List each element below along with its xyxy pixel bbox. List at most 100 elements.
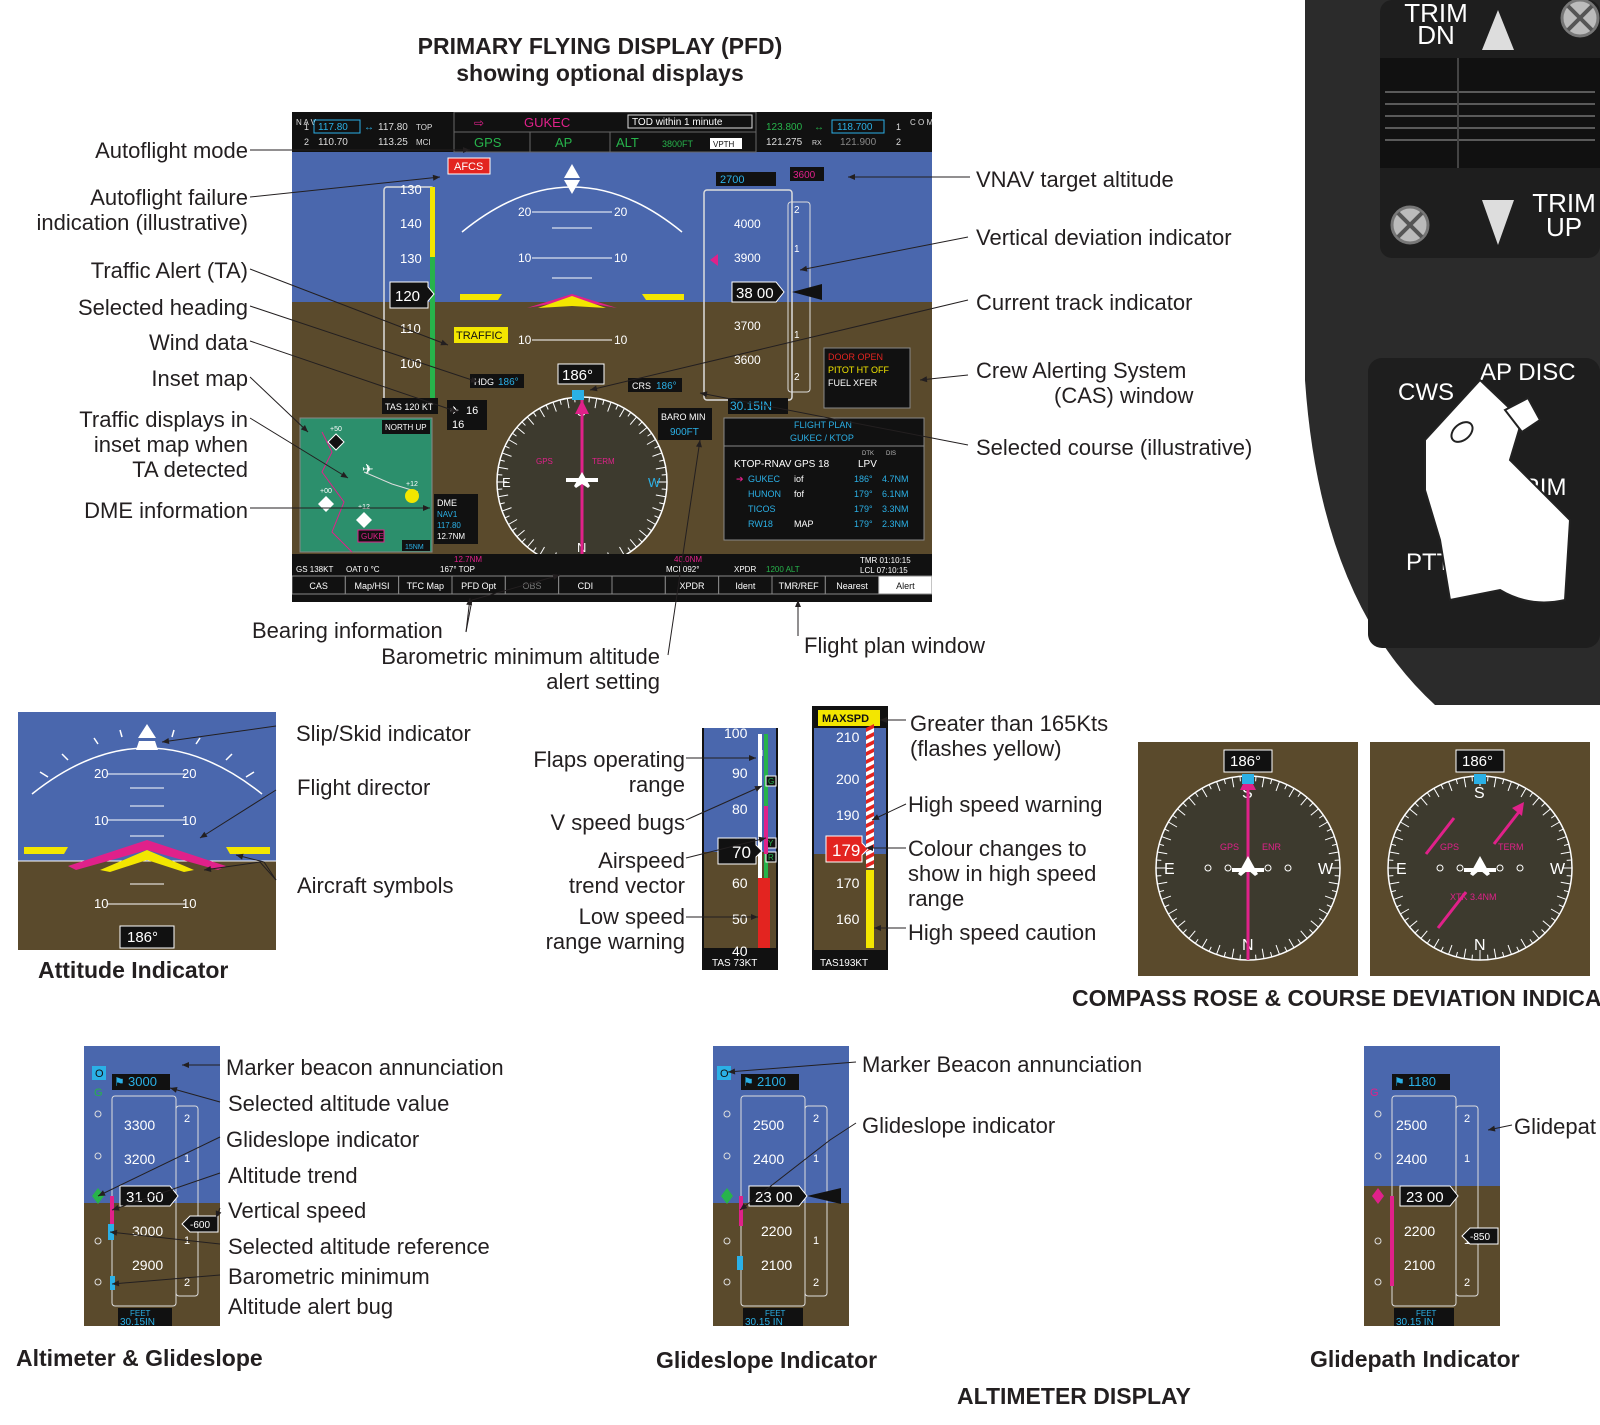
svg-text:90: 90: [732, 765, 748, 781]
yoke-grip-icon[interactable]: [1424, 378, 1572, 604]
glidepath-indicator-icon: [1372, 1188, 1384, 1204]
ap-disc-switch[interactable]: [1503, 396, 1542, 434]
alt-c-current: 23 00: [1406, 1189, 1444, 1206]
svg-text:ENR: ENR: [1262, 842, 1282, 852]
svg-text:↔: ↔: [814, 122, 824, 133]
marker-beacon-icon: [717, 1066, 731, 1080]
attitude-heading: 186°: [127, 929, 158, 946]
svg-text:⚑: ⚑: [1394, 1075, 1405, 1089]
svg-text:3000: 3000: [132, 1223, 163, 1239]
altitude-trend-bar: [110, 1196, 114, 1226]
nav-label: N A V: [296, 118, 317, 127]
alt-c-vertical-speed: -850: [1470, 1232, 1490, 1243]
svg-text:KTOP-RNAV GPS 18: KTOP-RNAV GPS 18: [734, 459, 830, 470]
svg-text:iof: iof: [794, 474, 804, 484]
slip-skid-indicator-icon: [136, 741, 158, 750]
afcs-text: AFCS: [454, 161, 483, 173]
label-airspeed-trend: Airspeed: [598, 848, 685, 873]
alt-c-baro: 30.15 IN: [1396, 1317, 1434, 1326]
glideslope-indicator-icon: [721, 1188, 733, 1204]
svg-text:TERM: TERM: [592, 457, 615, 466]
nav1-active[interactable]: 117.80: [318, 122, 348, 133]
label-flaps-range: Flaps operating: [533, 747, 685, 772]
com2-active[interactable]: 121.275: [766, 137, 803, 148]
com2-standby[interactable]: 121.900: [840, 137, 877, 148]
svg-text:DTK: DTK: [862, 451, 874, 457]
nav1-standby[interactable]: 117.80: [378, 122, 408, 133]
afcs-failure-annunciation: [447, 157, 491, 175]
label-marker-beacon: Marker beacon annunciation: [226, 1055, 504, 1080]
softkey-label: TFC Map: [407, 581, 445, 591]
svg-text:3200: 3200: [124, 1151, 155, 1167]
svg-text:160: 160: [836, 911, 860, 927]
svg-text:1: 1: [813, 1235, 819, 1247]
svg-text:DME: DME: [437, 498, 457, 508]
softkey-alert[interactable]: [878, 575, 932, 595]
svg-text:2: 2: [813, 1113, 819, 1125]
label-traffic-alert: Traffic Alert (TA): [90, 258, 248, 283]
active-waypoint: GUKEC: [524, 115, 570, 130]
svg-text:GPS: GPS: [1220, 842, 1239, 852]
svg-text:1: 1: [896, 122, 901, 132]
label-baro-min-2: alert setting: [546, 669, 660, 694]
nav-radios: N A V 1 117.80 ↔ 117.80 TOP 2 110.70 113…: [296, 118, 432, 148]
label-aircraft-symbols: Aircraft symbols: [297, 873, 454, 898]
svg-text:2: 2: [794, 372, 800, 383]
pfd-title-line1: PRIMARY FLYING DISPLAY (PFD): [417, 33, 783, 59]
svg-text:80: 80: [732, 801, 748, 817]
trim-rocker[interactable]: [1380, 58, 1600, 168]
softkey-label: Ident: [735, 581, 756, 591]
v-speed-bug-y: Y: [768, 839, 774, 848]
label-airspeed-trend-2: trend vector: [568, 873, 685, 898]
label-autoflight-mode: Autoflight mode: [95, 138, 248, 163]
airspeed-tape-highspeed: MAXSPD 210 200 190 170 160 179 TAS193KT: [812, 706, 888, 970]
v-speed-bug-r: R: [768, 853, 774, 862]
svg-text:DOOR OPEN: DOOR OPEN: [828, 352, 883, 362]
com1-standby[interactable]: 118.700: [837, 122, 873, 133]
svg-text:2: 2: [896, 137, 901, 147]
marker-beacon-icon: [92, 1066, 106, 1080]
label-traffic-displays: Traffic displays in: [79, 407, 248, 432]
com1-active[interactable]: 123.800: [766, 122, 803, 133]
svg-text:1: 1: [794, 330, 800, 341]
svg-text:2: 2: [794, 205, 800, 216]
nav1-id: TOP: [416, 123, 432, 132]
label-low-speed-2: range warning: [545, 929, 685, 954]
alt-b-baro: 30.15 IN: [745, 1317, 783, 1326]
svg-text:W: W: [1318, 861, 1334, 878]
pfd-title: PRIMARY FLYING DISPLAY (PFD) showing opt…: [360, 33, 840, 87]
softkey-blank[interactable]: [611, 575, 666, 595]
trim-up-arrow-icon: [1482, 200, 1514, 245]
v-speed-bug-g: G: [768, 777, 774, 786]
nav2-standby[interactable]: 113.25: [378, 137, 408, 148]
glideslope-title: Glideslope Indicator: [656, 1347, 878, 1373]
label-autoflight-failure-2: indication (illustrative): [36, 210, 248, 235]
course-deviation-bar: [1424, 817, 1456, 855]
svg-text:⇨: ⇨: [474, 116, 484, 130]
svg-text:10: 10: [182, 896, 196, 911]
svg-text:2100: 2100: [761, 1257, 792, 1273]
svg-text:✈: ✈: [450, 405, 459, 417]
ground-speed: GS 138KT: [296, 565, 333, 574]
outside-air-temp: OAT 0 °C: [346, 565, 380, 574]
svg-text:130: 130: [400, 251, 422, 266]
leader-line: [465, 597, 471, 633]
label-v-speed-bugs: V speed bugs: [550, 810, 685, 835]
com-radios: 123.800 ↔ 118.700 1 121.275 RX 121.900 2…: [766, 118, 932, 148]
nav2-active[interactable]: 110.70: [318, 137, 348, 148]
hdg-label: HDG: [474, 377, 494, 387]
svg-text:2500: 2500: [1396, 1117, 1427, 1133]
flaps-operating-range-bar: [758, 734, 762, 894]
softkey-label: Alert: [896, 581, 915, 591]
alt-glide-title: Altimeter & Glideslope: [16, 1345, 263, 1371]
svg-text:3700: 3700: [734, 319, 761, 333]
svg-text:W: W: [648, 475, 661, 490]
altimeter-glideslope: O G ⚑ 3000 3300 3200 3000 2900 2 1 1 2 3…: [84, 1046, 220, 1326]
altimeter-display-title: ALTIMETER DISPLAY: [957, 1383, 1191, 1409]
label-glidepath: Glidepat: [1514, 1114, 1596, 1139]
alt-c-selected: 1180: [1408, 1074, 1436, 1089]
baro-minimum-bug: [110, 1276, 115, 1290]
svg-text:E: E: [1396, 861, 1407, 878]
inset-range: 15NM: [405, 544, 424, 551]
